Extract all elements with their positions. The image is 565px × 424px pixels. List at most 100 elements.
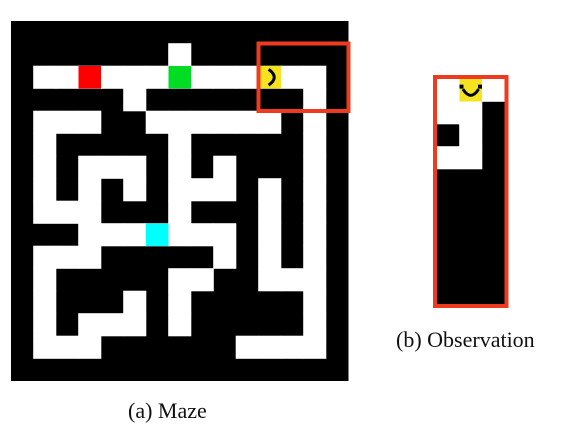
maze-caption: (a) Maze: [128, 398, 207, 423]
observation-caption: (b) Observation: [396, 327, 535, 352]
maze-floor-cell: [213, 223, 237, 247]
maze-floor-cell: [78, 178, 102, 202]
maze-floor-cell: [100, 223, 124, 247]
maze-floor-cell: [100, 155, 124, 179]
maze-floor-cell: [168, 178, 192, 202]
maze-floor-cell: [190, 223, 214, 247]
maze-floor-cell: [280, 335, 304, 359]
maze-floor-cell: [78, 245, 102, 269]
maze-floor-cell: [168, 290, 192, 314]
maze-floor-cell: [190, 268, 214, 292]
maze-floor-cell: [258, 245, 282, 269]
maze-floor-cell: [168, 155, 192, 179]
maze-floor-cell: [123, 155, 147, 179]
maze-floor-cell: [280, 268, 304, 292]
maze-floor-cell: [258, 268, 282, 292]
maze-floor-cell: [213, 155, 237, 179]
goal-green-marker: [168, 66, 191, 89]
observation-floor-cell: [436, 146, 460, 170]
view-window-frame: [256, 41, 351, 113]
maze-floor-cell: [78, 335, 102, 359]
maze-floor-cell: [168, 110, 192, 134]
maze-floor-cell: [55, 200, 79, 224]
maze-floor-cell: [258, 110, 282, 134]
maze-floor-cell: [303, 110, 327, 134]
maze-floor-cell: [303, 268, 327, 292]
maze-floor-cell: [280, 65, 304, 89]
maze-floor-cell: [303, 290, 327, 314]
maze-floor-cell: [303, 245, 327, 269]
maze-floor-cell: [100, 313, 124, 337]
maze-floor-cell: [78, 200, 102, 224]
maze-floor-cell: [78, 313, 102, 337]
observation-floor-cell: [436, 101, 460, 125]
maze-floor-cell: [33, 65, 57, 89]
maze-floor-cell: [303, 155, 327, 179]
maze-floor-cell: [123, 65, 147, 89]
maze-floor-cell: [33, 178, 57, 202]
maze-floor-cell: [33, 335, 57, 359]
maze-floor-cell: [258, 200, 282, 224]
maze-floor-cell: [123, 178, 147, 202]
maze-floor-cell: [33, 133, 57, 157]
maze-floor-cell: [33, 290, 57, 314]
maze-floor-cell: [55, 65, 79, 89]
maze-floor-cell: [78, 110, 102, 134]
maze-floor-cell: [33, 200, 57, 224]
observation-floor-cell: [459, 146, 483, 170]
observation-floor-cell: [459, 101, 483, 125]
observation-panel: [433, 75, 509, 308]
maze-floor-cell: [258, 223, 282, 247]
maze-floor-cell: [55, 245, 79, 269]
maze-floor-cell: [33, 268, 57, 292]
maze-floor-cell: [213, 245, 237, 269]
maze-floor-cell: [303, 200, 327, 224]
maze-floor-cell: [33, 313, 57, 337]
observation-floor-cell: [459, 123, 483, 147]
maze-panel: [11, 21, 351, 381]
maze-floor-cell: [303, 178, 327, 202]
maze-floor-cell: [258, 178, 282, 202]
maze-floor-cell: [168, 268, 192, 292]
agent-icon: [258, 66, 281, 89]
maze-floor-cell: [123, 290, 147, 314]
maze-floor-cell: [303, 335, 327, 359]
maze-floor-cell: [190, 65, 214, 89]
maze-floor-cell: [123, 223, 147, 247]
observation-frame: [433, 75, 509, 308]
maze-floor-cell: [168, 200, 192, 224]
maze-floor-cell: [258, 335, 282, 359]
maze-floor-cell: [168, 43, 192, 67]
maze-floor-cell: [78, 155, 102, 179]
observation-floor-cell: [481, 78, 505, 102]
maze-floor-cell: [235, 110, 259, 134]
maze-floor-cell: [303, 313, 327, 337]
maze-floor-cell: [190, 110, 214, 134]
maze-floor-cell: [235, 335, 259, 359]
maze-floor-cell: [303, 223, 327, 247]
maze-floor-cell: [303, 65, 327, 89]
maze-floor-cell: [55, 335, 79, 359]
maze-floor-cell: [168, 313, 192, 337]
maze-floor-cell: [213, 178, 237, 202]
maze-floor-cell: [235, 65, 259, 89]
observation-floor-cell: [436, 78, 460, 102]
maze-floor-cell: [100, 65, 124, 89]
maze-floor-cell: [168, 133, 192, 157]
maze-floor-cell: [213, 110, 237, 134]
maze-floor-cell: [123, 313, 147, 337]
maze-floor-cell: [190, 178, 214, 202]
maze-floor-cell: [78, 223, 102, 247]
maze-floor-cell: [303, 133, 327, 157]
maze-floor-cell: [33, 110, 57, 134]
maze-floor-cell: [55, 110, 79, 134]
agent-icon: [459, 79, 482, 102]
maze-floor-cell: [33, 155, 57, 179]
maze-floor-cell: [168, 223, 192, 247]
maze-floor-cell: [33, 245, 57, 269]
maze-floor-cell: [145, 65, 169, 89]
maze-floor-cell: [303, 88, 327, 112]
maze-floor-cell: [123, 88, 147, 112]
goal-cyan-marker: [146, 223, 169, 246]
